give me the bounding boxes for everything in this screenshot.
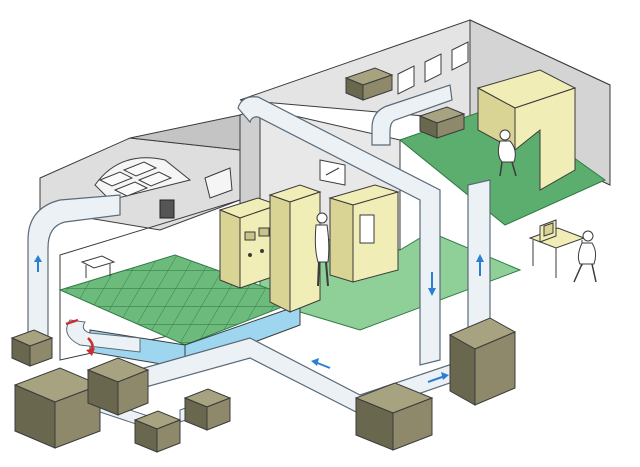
ahu-right-tall	[448, 317, 517, 406]
arrow-down-icon	[428, 272, 436, 296]
ahu-small-bottom-right	[183, 388, 232, 431]
process-machine-center	[268, 184, 322, 313]
ahu-mid-left	[86, 357, 150, 416]
return-duct-office	[371, 84, 453, 146]
ahu-bottom-center	[354, 382, 434, 451]
arrow-left-icon	[311, 358, 331, 369]
ahu-small-bottom	[133, 410, 182, 453]
ceiling-filter-panels	[98, 161, 173, 197]
arrow-up-icon	[476, 254, 484, 276]
process-machine-left	[218, 197, 280, 289]
computer-operator	[573, 230, 597, 283]
cleanroom-side-table	[80, 255, 116, 278]
office-desk	[476, 69, 577, 191]
ahu-roof-left	[344, 67, 394, 101]
cleanroom-volume	[58, 199, 302, 369]
process-machine-right	[328, 184, 400, 283]
supply-duct-top	[237, 96, 441, 366]
ahu-small-left	[10, 329, 54, 367]
cleanroom-worker	[314, 212, 330, 287]
air-handling-units	[10, 67, 517, 453]
office-worker	[497, 129, 517, 177]
wall-control-panel	[159, 199, 175, 219]
ahu-main-left	[13, 367, 102, 449]
ahu-roof-right	[418, 106, 466, 139]
wall-windows	[397, 41, 469, 95]
airflow-arrows	[34, 254, 484, 383]
arrow-up-icon	[34, 255, 42, 272]
supply-duct-left	[27, 194, 121, 341]
arrow-right-icon	[427, 372, 449, 383]
computer-monitor-icon	[539, 219, 557, 243]
curved-arrow-icon	[65, 318, 95, 356]
computer-workstation	[528, 219, 597, 283]
